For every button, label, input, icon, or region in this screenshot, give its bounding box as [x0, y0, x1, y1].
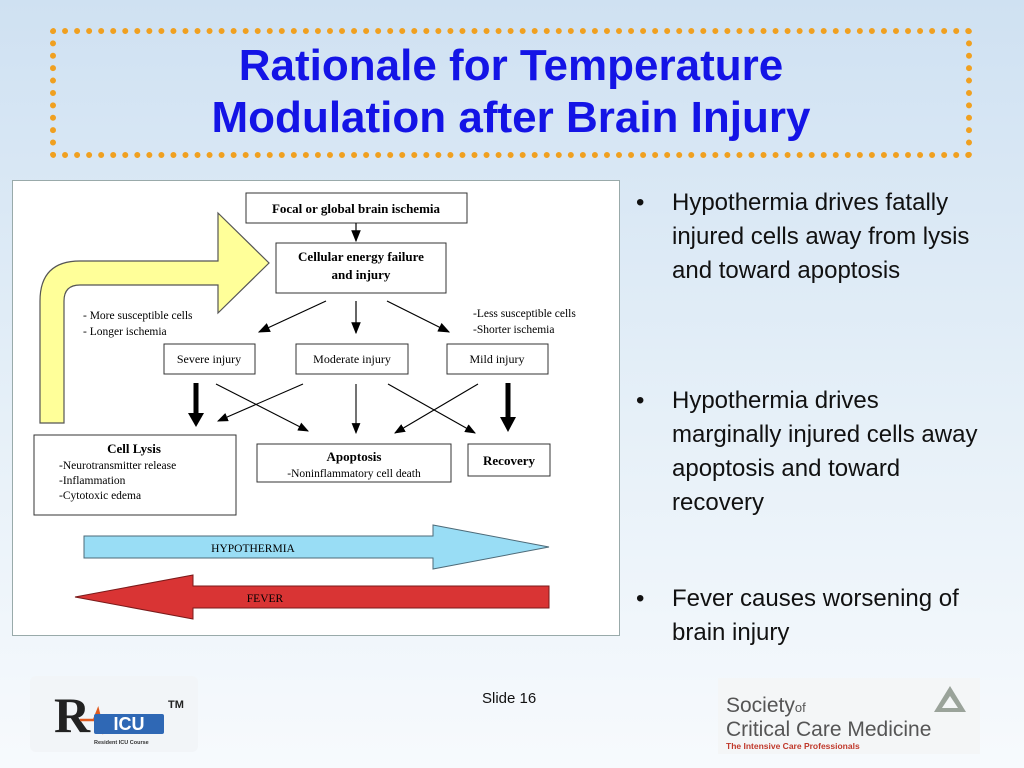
flow-diagram-svg: Focal or global brain ischemia Cellular … — [33, 192, 576, 620]
sccm-name-line-1: Societyof — [726, 694, 806, 717]
box-ischemia-label: Focal or global brain ischemia — [272, 201, 441, 216]
box-severe-injury — [163, 343, 256, 375]
fever-label: FEVER — [247, 593, 284, 605]
slide-number: Slide 16 — [482, 690, 537, 707]
slide-title-line-1: Rationale for Temperature — [238, 41, 784, 90]
box-energy-label-1: Cellular energy failure — [298, 249, 424, 264]
box-apoptosis-title: Apoptosis — [327, 449, 382, 464]
sccm-logo: Societyof Critical Care Medicine The Int… — [718, 678, 980, 754]
bullet-item: • Hypothermia drives marginally injured c… — [632, 384, 992, 520]
ricu-name-plate — [94, 714, 164, 734]
ricu-mark: R — [54, 687, 91, 743]
sccm-name-line-2: Critical Care Medicine — [726, 718, 931, 741]
ricu-name: ICU — [114, 714, 145, 734]
bullet-text: Fever causes worsening of brain injury — [672, 585, 959, 646]
box-severe-label: Severe injury — [177, 352, 241, 366]
bullet-text: Hypothermia drives marginally injured ce… — [672, 387, 978, 516]
arrow-moderate-to-lysis — [216, 383, 304, 422]
arrow-to-severe — [257, 300, 327, 333]
box-mild-injury — [446, 343, 549, 375]
sccm-triangle-inner-icon — [942, 696, 958, 708]
arrow-to-mild — [386, 300, 451, 333]
box-recovery-label: Recovery — [483, 453, 535, 468]
left-note-1: - More susceptible cells — [83, 310, 193, 322]
box-mild-label: Mild injury — [469, 352, 524, 366]
box-apoptosis-item-1: -Noninflammatory cell death — [287, 468, 421, 480]
slide-title: Rationale for Temperature Modulation aft… — [50, 40, 972, 144]
bullet-dot-icon: • — [636, 189, 645, 216]
flow-diagram: Focal or global brain ischemia Cellular … — [12, 180, 620, 636]
sccm-logo-svg: Societyof Critical Care Medicine The Int… — [726, 686, 966, 751]
box-energy-label-2: and injury — [332, 267, 391, 282]
bullet-text: Hypothermia drives fatally injured cells… — [672, 189, 970, 284]
box-recovery — [467, 443, 551, 477]
arrow-mild-to-apoptosis — [394, 383, 479, 434]
title-border — [50, 28, 972, 158]
bold-arrow-left-head — [188, 413, 204, 427]
arrow-severe-to-apoptosis — [215, 383, 309, 432]
hypothermia-label: HYPOTHERMIA — [211, 543, 295, 555]
ricu-trademark: TM — [168, 699, 184, 711]
ricu-logo: R ICU TM Resident ICU Course — [30, 676, 198, 752]
fever-arrow — [74, 574, 550, 620]
box-energy-failure — [275, 242, 447, 294]
box-moderate-injury — [295, 343, 409, 375]
sccm-society: Society — [726, 694, 795, 717]
box-lysis-item-1: -Neurotransmitter release — [59, 460, 176, 472]
bold-arrow-right-head — [500, 417, 516, 432]
left-note-2: - Longer ischemia — [83, 326, 167, 338]
slide-title-line-2: Modulation after Brain Injury — [211, 93, 811, 142]
bullet-item: • Fever causes worsening of brain injury — [632, 582, 992, 650]
bullet-dot-icon: • — [636, 387, 645, 414]
box-ischemia — [245, 192, 468, 224]
arrow-moderate-to-recovery — [387, 383, 476, 434]
box-lysis-item-2: -Inflammation — [59, 475, 126, 487]
right-note-2: -Shorter ischemia — [473, 324, 554, 336]
bullet-dot-icon: • — [636, 585, 645, 612]
box-lysis-item-3: -Cytotoxic edema — [59, 490, 141, 502]
box-lysis-title: Cell Lysis — [107, 441, 161, 456]
bullet-item: • Hypothermia drives fatally injured cell… — [632, 186, 992, 288]
box-moderate-label: Moderate injury — [313, 352, 391, 366]
ricu-logo-svg: R ICU TM Resident ICU Course — [54, 687, 184, 746]
hypothermia-arrow — [83, 524, 550, 570]
feedback-arrow — [39, 211, 270, 424]
sccm-of: of — [795, 700, 806, 715]
box-apoptosis — [256, 443, 452, 483]
right-note-1: -Less susceptible cells — [473, 308, 576, 320]
ricu-subtitle: Resident ICU Course — [94, 740, 149, 746]
sccm-tagline: The Intensive Care Professionals — [726, 741, 860, 751]
box-cell-lysis — [33, 434, 237, 516]
